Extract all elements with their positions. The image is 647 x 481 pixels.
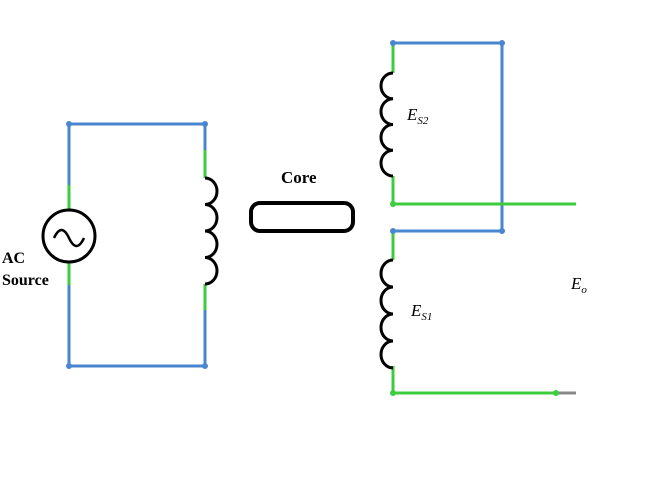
primary-circuit: AC Source xyxy=(2,121,219,369)
es2-coil xyxy=(379,71,394,178)
es2-label-sub: S2 xyxy=(417,115,429,127)
core-shape xyxy=(249,201,355,233)
node-secondary-tl xyxy=(390,40,396,46)
core-label: Core xyxy=(281,168,317,187)
node-secondary-mid xyxy=(390,201,396,207)
node-output-bottom xyxy=(553,390,559,396)
primary-wire-bottom-left xyxy=(67,285,207,368)
node-secondary-br xyxy=(499,228,505,234)
es1-coil xyxy=(379,258,394,370)
es1-label-main: E xyxy=(410,301,422,320)
es1-label: ES1 xyxy=(410,301,432,323)
node-secondary-mid2 xyxy=(390,228,396,234)
eo-label-sub: o xyxy=(581,284,587,296)
primary-wire-top-left xyxy=(67,122,207,185)
es2-label: ES2 xyxy=(406,105,429,127)
core: Core xyxy=(249,168,355,233)
eo-label: Eo xyxy=(570,274,587,296)
node-secondary-tr xyxy=(499,40,505,46)
node-primary-tl xyxy=(66,121,72,127)
node-secondary-bl xyxy=(390,390,396,396)
es2-label-main: E xyxy=(406,105,418,124)
node-primary-tr xyxy=(202,121,208,127)
node-primary-bl xyxy=(66,363,72,369)
node-primary-br xyxy=(202,363,208,369)
ac-source-label-line2: Source xyxy=(2,272,49,289)
secondary-top-wire xyxy=(393,41,504,233)
ac-source-label-line1: AC xyxy=(2,250,25,267)
eo-label-main: E xyxy=(570,274,582,293)
es1-label-sub: S1 xyxy=(421,311,432,323)
primary-coil xyxy=(204,176,219,286)
ac-source-icon xyxy=(41,208,97,264)
secondary-circuit: ES2 ES1 Eo xyxy=(379,40,587,396)
